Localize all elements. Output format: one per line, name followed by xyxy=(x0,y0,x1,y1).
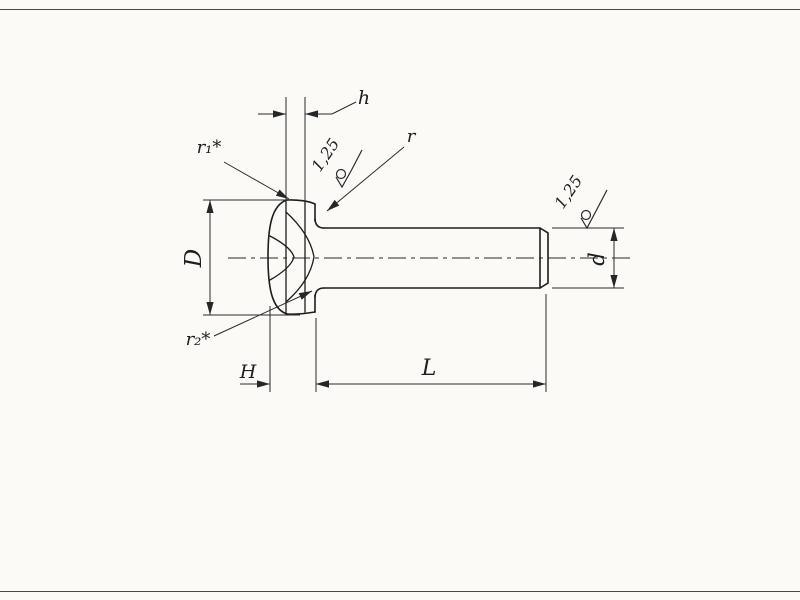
label-head-height-H: H xyxy=(239,361,257,383)
roughness-circle-head xyxy=(335,168,347,180)
label-shank-diameter-d: d xyxy=(585,252,609,265)
label-roughness-head: 1,25 xyxy=(308,135,344,175)
dimension-lines xyxy=(206,101,618,388)
label-length-L: L xyxy=(421,356,437,381)
leader-r1 xyxy=(223,161,290,200)
slot-section-curve-inner xyxy=(269,235,295,281)
leader-r xyxy=(326,146,405,212)
fillet-r-bottom xyxy=(314,287,325,298)
roughness-symbol-shank xyxy=(580,189,608,230)
label-slot-depth-h: h xyxy=(358,87,370,109)
roughness-check-shank xyxy=(580,210,597,230)
sheet-border xyxy=(0,9,800,592)
label-radius-r: r xyxy=(407,126,417,147)
head-top-edge xyxy=(286,199,316,205)
fillet-r-top xyxy=(314,218,325,229)
head-crown-arc xyxy=(267,199,288,315)
label-radius-r1: r₁* xyxy=(197,137,222,158)
roughness-tail-head xyxy=(350,149,363,172)
leader-r2 xyxy=(213,290,313,337)
head-bottom-edge xyxy=(286,311,316,315)
roughness-symbol-head xyxy=(335,149,363,189)
shank-outline xyxy=(323,227,549,289)
dim-h-leader xyxy=(331,101,357,115)
drawing-labels: h r₁* 1,25 r D d r₂* H L 1,25 xyxy=(181,87,609,383)
slot-section-curve-outer xyxy=(285,211,315,303)
label-head-diameter-D: D xyxy=(181,249,207,268)
roughness-tail-shank xyxy=(595,189,608,212)
label-roughness-shank: 1,25 xyxy=(551,172,587,212)
screw-body xyxy=(267,199,549,315)
roughness-circle-shank xyxy=(580,209,592,221)
roughness-check-head xyxy=(335,170,352,189)
label-radius-r2: r₂* xyxy=(186,329,211,350)
